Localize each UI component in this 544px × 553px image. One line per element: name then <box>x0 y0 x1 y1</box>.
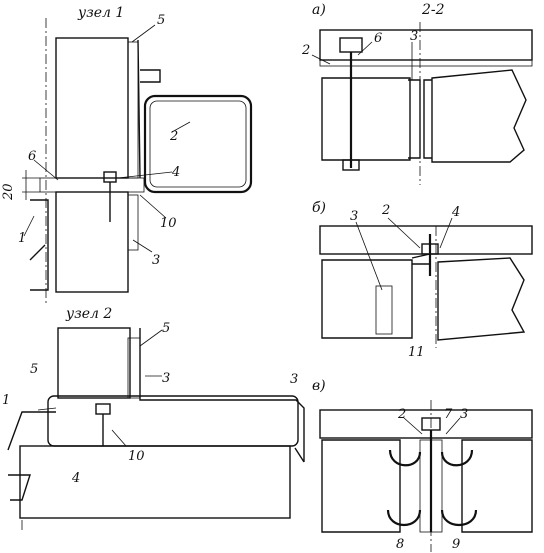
variant-b-labels: б) 3 2 4 11 <box>312 200 460 360</box>
c-label-7: 7 <box>444 407 453 422</box>
variant-a-title: а) <box>312 2 326 18</box>
node2-label-5a: 5 <box>162 321 170 336</box>
c-label-8: 8 <box>396 537 404 552</box>
c-label-9: 9 <box>452 537 460 552</box>
node2-label-10: 10 <box>128 449 145 464</box>
c-label-2: 2 <box>397 407 406 422</box>
b-label-3: 3 <box>350 209 358 224</box>
node2-label-3b: 3 <box>290 372 298 387</box>
variant-b-drawing <box>319 217 533 348</box>
node1-label-2: 2 <box>169 129 178 144</box>
node1-labels: узел 1 5 2 6 4 10 1 3 20 <box>1 5 180 268</box>
node1-label-4: 4 <box>171 165 180 180</box>
variant-a-labels: а) 2-2 2 6 3 <box>301 2 445 58</box>
node2-labels: узел 2 5 5 3 3 1 4 10 <box>2 306 298 486</box>
b-label-4: 4 <box>451 205 460 220</box>
node2-drawing <box>7 327 305 530</box>
a-label-6: 6 <box>374 31 382 46</box>
variant-c-labels: в) 2 7 3 8 9 <box>312 378 468 552</box>
dimension-20: 20 <box>1 183 16 201</box>
node2-label-1: 1 <box>2 393 10 408</box>
node1-drawing <box>22 18 253 305</box>
node1-label-5: 5 <box>157 13 165 28</box>
variant-c-title: в) <box>312 378 326 394</box>
variant-c-drawing <box>319 400 533 552</box>
node1-label-3: 3 <box>152 253 160 268</box>
node1-label-1: 1 <box>18 231 26 246</box>
variant-a-drawing <box>311 22 533 185</box>
section-title: 2-2 <box>421 2 445 18</box>
a-label-3: 3 <box>410 29 418 44</box>
c-label-3: 3 <box>460 407 468 422</box>
b-label-2: 2 <box>381 203 390 218</box>
node1-title: узел 1 <box>77 5 124 21</box>
a-label-2: 2 <box>301 43 310 58</box>
node1-label-6: 6 <box>28 149 36 164</box>
node2-label-3a: 3 <box>162 371 170 386</box>
node2-label-5b: 5 <box>30 362 38 377</box>
variant-b-title: б) <box>312 200 326 216</box>
node2-title: узел 2 <box>65 306 112 322</box>
b-label-11: 11 <box>408 345 425 360</box>
node2-label-4: 4 <box>71 471 80 486</box>
node1-label-10: 10 <box>160 216 177 231</box>
